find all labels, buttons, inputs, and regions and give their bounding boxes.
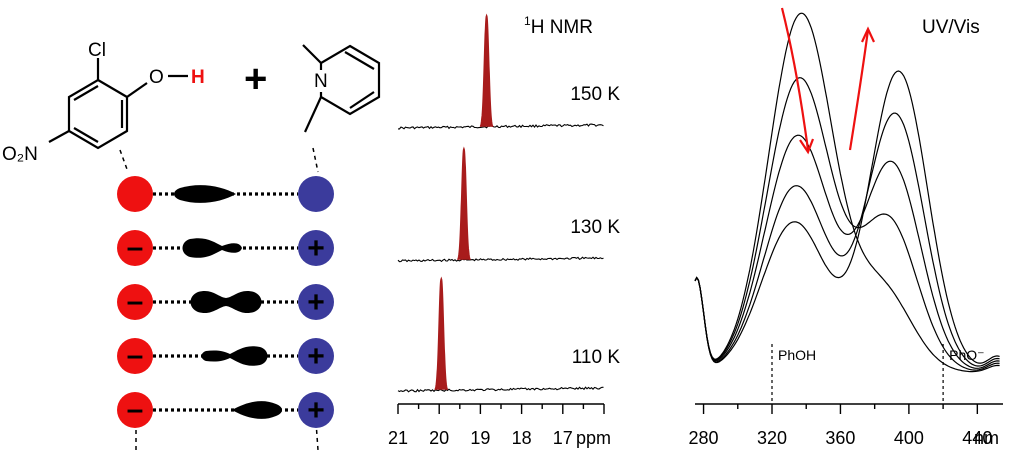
proton-transfer-pairs: –+–+–+–+ <box>117 176 334 428</box>
nmr-x-unit: ppm <box>576 428 611 448</box>
temperature-label: 110 K <box>572 347 621 368</box>
lutidine-atom-n: N <box>314 71 328 92</box>
nmr-title-text: H NMR <box>531 17 593 38</box>
base-guide-top <box>312 147 319 173</box>
phenol-atom-nitro: O₂N <box>2 144 38 165</box>
decrease-arrow <box>780 7 810 151</box>
base-sphere <box>298 338 334 374</box>
pair-row: –+ <box>117 338 334 374</box>
nmr-ticks: 21 20 19 18 17 <box>388 404 605 448</box>
uvvis-tick-label: 360 <box>825 428 855 448</box>
acid-sphere <box>117 176 153 212</box>
decrease-arrowhead <box>799 138 815 155</box>
methyl-bond-bottom <box>303 96 323 133</box>
base-sphere <box>298 230 334 266</box>
uvvis-tick-label: 280 <box>689 428 719 448</box>
nmr-title: 1H NMR <box>524 14 593 38</box>
proton-density <box>190 290 262 314</box>
temperature-label: 130 K <box>570 217 620 238</box>
acid-charge: – <box>127 285 144 318</box>
pair-row: –+ <box>117 392 334 428</box>
acid-charge: – <box>127 339 144 372</box>
acid-charge: – <box>127 393 144 426</box>
reaction-scheme: Cl O H O₂N + N –+–+–+–+ <box>2 40 381 451</box>
uvvis-markers: PhOH PhO⁻ <box>771 344 985 404</box>
n-atom-mask <box>311 70 331 92</box>
base-charge: + <box>307 232 325 265</box>
nmr-spectra: 150 K 130 K 110 K <box>397 13 621 393</box>
nmr-tick-label: 18 <box>512 428 532 448</box>
band-marker-label: PhO⁻ <box>949 347 984 363</box>
plus-sign: + <box>244 57 267 101</box>
uvvis-spectrum-line <box>694 77 1000 371</box>
methyl-bond-top <box>302 44 322 64</box>
acid-charge: – <box>127 231 144 264</box>
lutidine-molecule <box>302 44 381 133</box>
uvvis-x-unit: nm <box>974 428 999 448</box>
proton-density <box>201 346 268 366</box>
acid-sphere <box>117 338 153 374</box>
proton-density <box>182 238 242 258</box>
acid-sphere <box>117 284 153 320</box>
nmr-tick-label: 20 <box>429 428 449 448</box>
base-charge: + <box>307 394 325 427</box>
uvvis-ticks: 280 320 360 400 440 <box>689 404 992 448</box>
base-sphere <box>298 176 334 212</box>
nmr-peak <box>456 146 471 261</box>
uvvis-tick-label: 400 <box>894 428 924 448</box>
uvvis-arrows <box>780 7 875 155</box>
uvvis-tick-label: 320 <box>757 428 787 448</box>
phenol-atom-h: H <box>191 67 205 88</box>
acid-sphere <box>117 230 153 266</box>
phenol-ring <box>67 78 129 150</box>
nmr-tick-label: 19 <box>470 428 490 448</box>
nmr-peak <box>434 276 449 391</box>
pair-row: –+ <box>117 284 334 320</box>
phenol-atom-o: O <box>149 67 164 88</box>
uvvis-chart: UV/Vis PhOH PhO⁻ 280 320 360 400 440 nm <box>689 7 1003 448</box>
nmr-baseline <box>397 386 604 393</box>
uvvis-spectrum-line <box>694 12 1000 373</box>
uvvis-spectrum-line <box>694 70 1000 364</box>
nmr-peak <box>479 13 494 128</box>
acid-sphere <box>117 392 153 428</box>
increase-arrow <box>848 29 870 151</box>
uvvis-spectra <box>694 12 1000 373</box>
increase-arrowhead <box>861 26 875 43</box>
base-charge: + <box>307 286 325 319</box>
uvvis-spectrum-line <box>694 112 1000 367</box>
phenol-atom-cl: Cl <box>88 40 106 61</box>
phenol-molecule <box>48 58 188 150</box>
band-marker-label: PhOH <box>778 347 816 363</box>
base-charge: + <box>307 340 325 373</box>
pair-row: –+ <box>117 230 334 266</box>
base-sphere <box>298 392 334 428</box>
nmr-tick-label: 21 <box>388 428 408 448</box>
pair-row <box>117 176 334 212</box>
nmr-tick-label: 17 <box>553 428 573 448</box>
acid-guide-top <box>119 149 129 173</box>
nmr-baseline <box>397 256 604 263</box>
uvvis-tick-label: 440 <box>962 428 992 448</box>
nmr-baseline <box>398 123 604 130</box>
temperature-label: 150 K <box>570 84 620 105</box>
proton-density <box>174 185 236 203</box>
uvvis-title: UV/Vis <box>922 17 980 38</box>
nmr-chart: 1H NMR 150 K 130 K 110 K 21 20 19 18 17 ppm <box>388 13 621 448</box>
base-sphere <box>298 284 334 320</box>
uvvis-spectrum-line <box>694 134 1000 369</box>
nmr-title-superscript: 1 <box>524 14 531 28</box>
proton-density <box>232 401 282 419</box>
